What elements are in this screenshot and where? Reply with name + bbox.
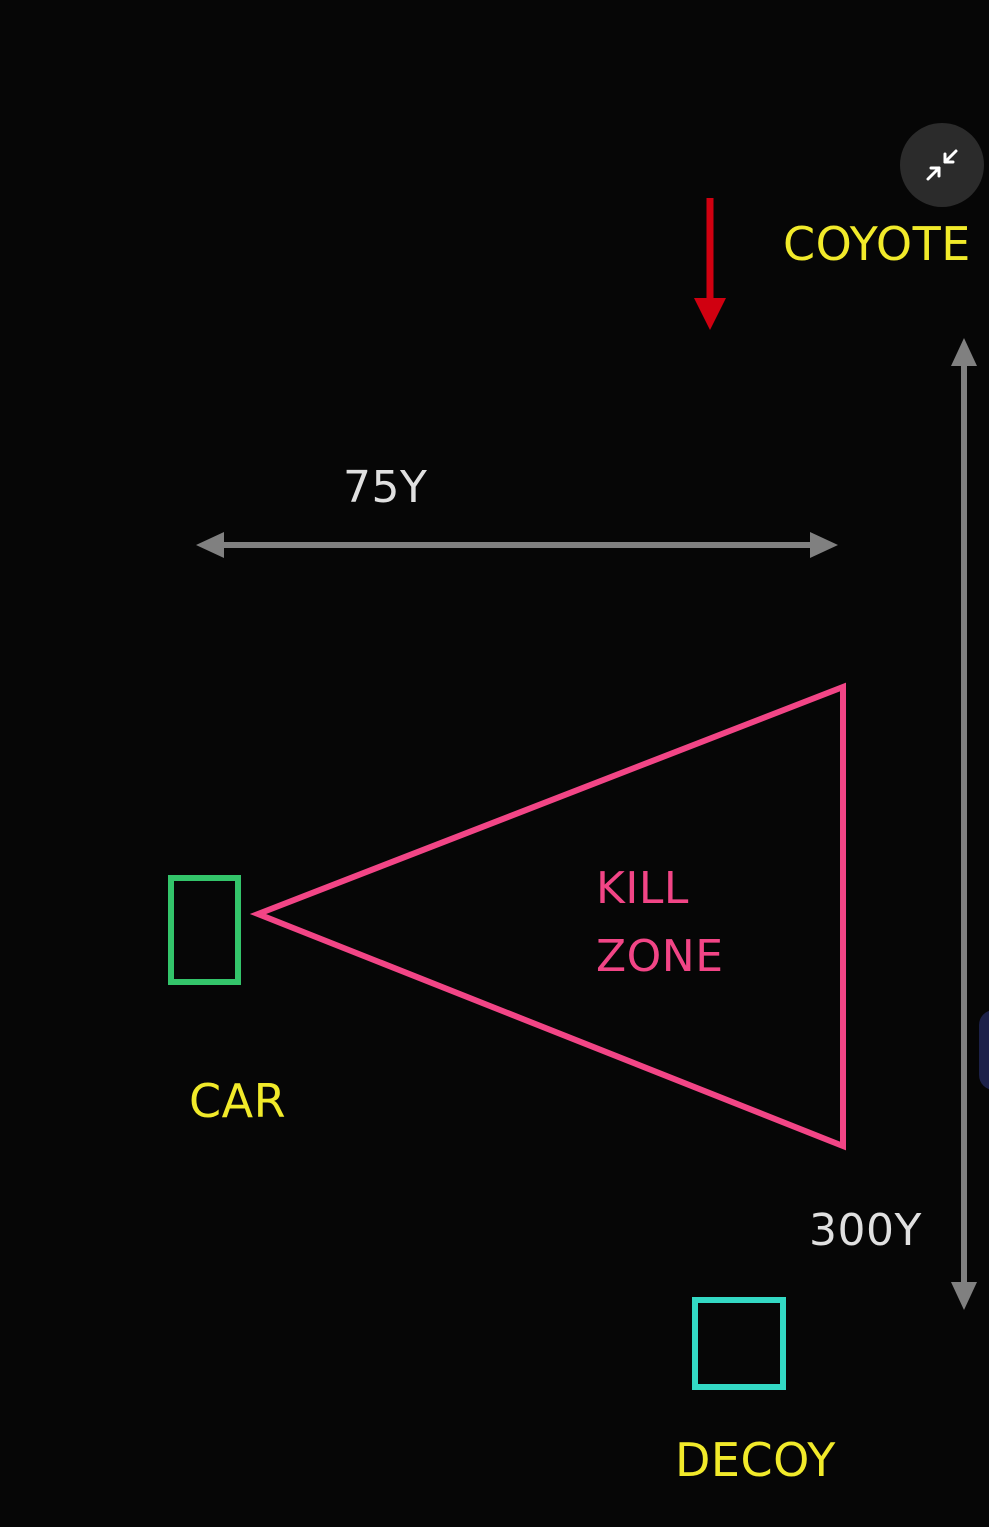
vertical-dimension-line <box>951 338 977 1310</box>
coyote-direction-arrow <box>694 198 726 330</box>
decoy-label: DECOY <box>675 1433 836 1487</box>
kill-zone-triangle <box>249 682 846 1151</box>
car-label: CAR <box>189 1074 287 1128</box>
edge-panel-handle[interactable] <box>979 1010 989 1090</box>
collapse-button[interactable] <box>900 123 984 207</box>
collapse-arrows-icon <box>926 149 958 181</box>
decoy-box <box>692 1297 786 1390</box>
kill-zone-label-line1: KILL <box>596 863 689 914</box>
vertical-distance-label: 300Y <box>809 1205 922 1256</box>
car-box <box>168 875 241 985</box>
horizontal-dimension-line <box>196 532 838 558</box>
horizontal-distance-label: 75Y <box>343 462 428 513</box>
coyote-label: COYOTE <box>783 217 971 271</box>
kill-zone-label-line2: ZONE <box>596 931 724 982</box>
